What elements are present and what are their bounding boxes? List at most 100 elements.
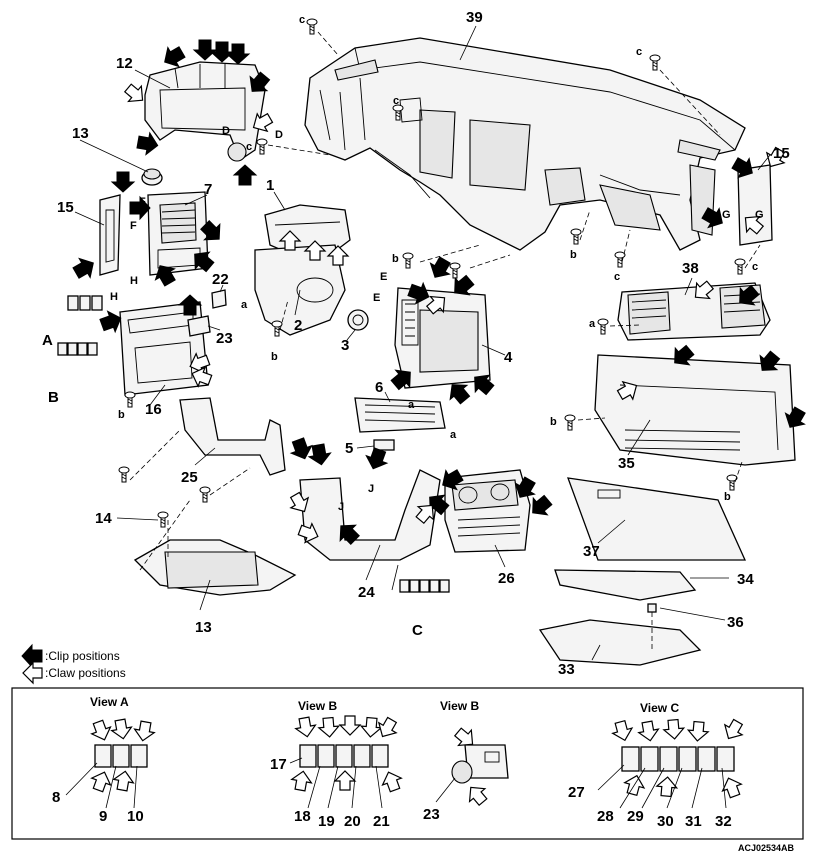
switch-group-a xyxy=(67,295,103,311)
bracket-part-25 xyxy=(179,397,286,476)
fastener-label: a xyxy=(589,318,596,330)
detail-letter: J xyxy=(368,483,374,495)
glove-box-outer-part-37 xyxy=(594,354,796,466)
views-frame xyxy=(11,687,804,840)
fastener-letters: a a a a b b b b b b c c c c c c c xyxy=(118,14,758,503)
control-unit-part-6 xyxy=(354,397,446,433)
clip-part-35 xyxy=(647,603,657,613)
detail-letter: J xyxy=(338,501,344,513)
legend-clip-label: :Clip positions xyxy=(45,649,120,663)
detail-letter: D xyxy=(275,129,283,141)
part-number-label: 35 xyxy=(618,455,635,472)
part-number-label: 13 xyxy=(72,125,89,142)
alignment-lines xyxy=(129,31,761,650)
meter-hood-part-11 xyxy=(144,61,266,162)
fastener-label: c xyxy=(752,261,758,273)
detail-letter: D xyxy=(222,125,230,137)
switch-group-c xyxy=(399,579,450,593)
view-title: View C xyxy=(640,701,679,715)
view-part-number: 20 xyxy=(344,813,361,830)
part-number-label: 14 xyxy=(95,510,112,527)
part-number-label: 6 xyxy=(375,379,383,396)
knee-airbag-part-13 xyxy=(133,539,297,596)
part-number-label: 24 xyxy=(358,584,375,601)
part-number-label: 38 xyxy=(682,260,699,277)
fastener-label: b xyxy=(118,409,125,421)
leader-lines xyxy=(74,25,771,661)
part-number-label: 25 xyxy=(181,469,198,486)
small-switch-part-5 xyxy=(373,439,395,451)
part-number-label: 16 xyxy=(145,401,162,418)
view-part-number: 17 xyxy=(270,756,287,773)
view-part-number: 29 xyxy=(627,808,644,825)
figure-code: ACJ02534AB xyxy=(738,843,795,853)
detail-letters: A B C D D E E F F G G H H J J xyxy=(42,125,764,639)
detail-letter: F xyxy=(139,196,146,208)
view-b-switch-bank: View B 17 18 19 20 21 xyxy=(270,699,405,830)
part-number-label: 23 xyxy=(216,330,233,347)
view-a: View A 8 9 10 xyxy=(52,695,157,825)
view-part-number: 19 xyxy=(318,813,335,830)
part-number-label: 26 xyxy=(498,570,515,587)
center-panel-part-4 xyxy=(394,287,491,389)
fastener-label: c xyxy=(614,271,620,283)
view-part-number: 32 xyxy=(715,813,732,830)
part-number-label: 15 xyxy=(773,145,790,162)
detail-letter: E xyxy=(373,292,380,304)
knob-part-12 xyxy=(141,168,163,186)
view-c: View C 27 28 29 30 31 32 xyxy=(568,701,748,830)
fastener-label: a xyxy=(450,429,457,441)
fastener-label: c xyxy=(636,46,642,58)
part-number-label: 3 xyxy=(341,337,349,354)
view-part-number: 23 xyxy=(423,806,440,823)
part-number-label: 13 xyxy=(195,619,212,636)
fastener-label: b xyxy=(392,253,399,265)
detail-letter: F xyxy=(130,220,137,232)
view-part-number: 27 xyxy=(568,784,585,801)
legend: :Clip positions :Claw positions xyxy=(21,644,126,684)
detail-letter: G xyxy=(755,209,764,221)
view-part-number: 31 xyxy=(685,813,702,830)
part-number-label: 37 xyxy=(583,543,600,560)
detail-letter: E xyxy=(380,271,387,283)
bracket-part-22 xyxy=(211,289,227,309)
fastener-label: b xyxy=(550,416,557,428)
knob-part-3 xyxy=(347,309,369,331)
detail-letter: A xyxy=(42,332,53,349)
view-title: View A xyxy=(90,695,129,709)
instrument-panel-part-39 xyxy=(304,37,746,251)
part-number-label: 1 xyxy=(266,177,274,194)
switch-part-23 xyxy=(187,315,211,337)
view-title: View B xyxy=(298,699,337,713)
part-number-label: 7 xyxy=(204,181,212,198)
glove-box-part-36 xyxy=(567,477,747,561)
part-number-label: 34 xyxy=(737,571,754,588)
view-part-number: 30 xyxy=(657,813,674,830)
fastener-label: a xyxy=(408,399,415,411)
fastener-label: c xyxy=(246,141,252,153)
vent-panel-part-7 xyxy=(147,191,209,276)
part-number-label: 5 xyxy=(345,440,353,457)
part-number-label: 39 xyxy=(466,9,483,26)
part-number-label: 12 xyxy=(116,55,133,72)
part-number-label: 2 xyxy=(294,317,302,334)
detail-letter: C xyxy=(412,622,423,639)
view-part-number: 21 xyxy=(373,813,390,830)
part-number-label: 22 xyxy=(212,271,229,288)
view-part-number: 18 xyxy=(294,808,311,825)
view-b-switch-23: View B 23 xyxy=(423,699,509,823)
switch-group-b xyxy=(57,342,98,356)
side-cover-part-15-left xyxy=(99,194,121,276)
part-number-label: 4 xyxy=(504,349,513,366)
fastener-label: c xyxy=(299,14,305,26)
heater-control-part-26 xyxy=(444,469,531,553)
view-title: View B xyxy=(440,699,479,713)
fastener-label: b xyxy=(570,249,577,261)
lower-panel-part-16 xyxy=(119,301,209,396)
view-part-number: 9 xyxy=(99,808,107,825)
fastener-label: c xyxy=(437,255,443,267)
part-number-label: 33 xyxy=(558,661,575,678)
part-number-labels: 39 12 13 15 7 1 22 23 2 3 4 6 5 16 25 14… xyxy=(57,9,790,678)
part-number-label: 36 xyxy=(727,614,744,631)
